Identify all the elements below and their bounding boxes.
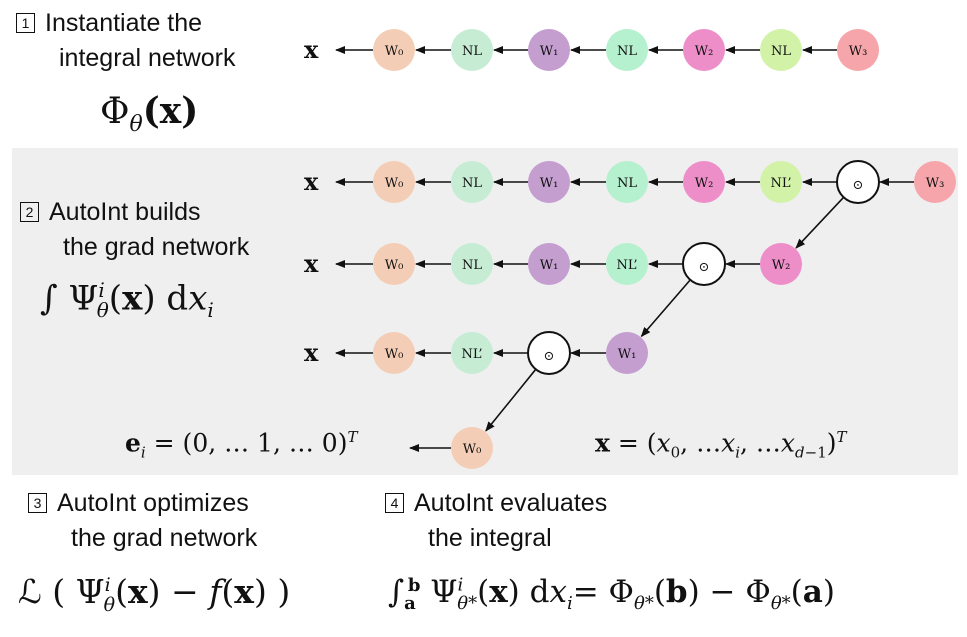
node-w1: W₁	[606, 332, 648, 374]
grad-network-formula: ∫ Ψiθ(x) dxi	[40, 278, 214, 323]
svg-text:⊙: ⊙	[699, 260, 710, 275]
node-nl-prime: NL’	[606, 243, 648, 285]
svg-text:W₃: W₃	[849, 44, 868, 59]
step-1-number: 1	[16, 13, 35, 33]
hadamard-product-node: ⊙	[527, 331, 571, 375]
node-nl: NL	[451, 29, 493, 71]
node-w2: W₂	[683, 29, 725, 71]
node-w0: W₀	[373, 29, 415, 71]
grad-network-panel	[12, 148, 958, 475]
svg-text:W₃: W₃	[926, 176, 945, 191]
svg-text:W₂: W₂	[695, 176, 714, 191]
svg-text:NL: NL	[462, 44, 482, 59]
svg-text:⊙: ⊙	[544, 349, 555, 364]
node-w1: W₁	[528, 29, 570, 71]
node-nl: NL	[451, 161, 493, 203]
edge-arrow	[485, 368, 537, 432]
node-nl: NL	[451, 243, 493, 285]
svg-text:NL: NL	[617, 44, 637, 59]
output-x-label: x	[304, 249, 319, 278]
step-3-number: 3	[28, 493, 47, 513]
input-vector-formula: x = (x0, …xi, …xd−1)T	[595, 428, 847, 462]
integral-network-formula: Φθ(x)	[100, 90, 199, 138]
svg-text:W₀: W₀	[385, 44, 404, 59]
svg-text:W₂: W₂	[695, 44, 714, 59]
node-w1: W₁	[528, 243, 570, 285]
node-nl: NL	[760, 29, 802, 71]
svg-text:W₁: W₁	[540, 258, 559, 273]
node-nl-prime: NL’	[451, 332, 493, 374]
svg-text:NL’: NL’	[616, 258, 637, 273]
node-w1: W₁	[528, 161, 570, 203]
output-x-label: x	[304, 167, 319, 196]
step-4-number: 4	[385, 493, 404, 513]
hadamard-product-node: ⊙	[682, 242, 726, 286]
svg-text:W₀: W₀	[385, 258, 404, 273]
node-nl: NL	[606, 29, 648, 71]
svg-text:W₀: W₀	[385, 347, 404, 362]
output-x-label: x	[304, 35, 319, 64]
hadamard-product-node: ⊙	[836, 160, 880, 204]
step-4-line1: AutoInt evaluates	[414, 489, 608, 517]
edge-arrow	[795, 196, 845, 249]
step-4-line2: the integral	[428, 524, 552, 552]
node-w2: W₂	[760, 243, 802, 285]
svg-text:W₀: W₀	[463, 442, 482, 457]
node-w3: W₃	[837, 29, 879, 71]
node-w0: W₀	[451, 427, 493, 469]
svg-text:W₂: W₂	[772, 258, 791, 273]
step-2-number: 2	[20, 202, 39, 222]
svg-text:NL’: NL’	[770, 176, 791, 191]
step-4-caption: 4 AutoInt evaluates the integral	[385, 486, 607, 556]
basis-vector-formula: ei = (0, … 1, … 0)T	[125, 428, 358, 462]
node-w0: W₀	[373, 332, 415, 374]
svg-text:NL: NL	[617, 176, 637, 191]
svg-text:NL’: NL’	[461, 347, 482, 362]
step-3-line1: AutoInt optimizes	[57, 489, 249, 517]
node-nl: NL	[606, 161, 648, 203]
svg-text:NL: NL	[771, 44, 791, 59]
node-nl-prime: NL’	[760, 161, 802, 203]
svg-text:W₁: W₁	[618, 347, 637, 362]
svg-text:NL: NL	[462, 258, 482, 273]
svg-text:NL: NL	[462, 176, 482, 191]
integral-evaluation-formula: ∫ab Ψiθ*(x) dxi= Φθ*(b) − Φθ*(a)	[388, 574, 835, 615]
svg-text:⊙: ⊙	[853, 178, 864, 193]
step-3-caption: 3 AutoInt optimizes the grad network	[28, 486, 257, 556]
node-w3: W₃	[914, 161, 956, 203]
svg-text:W₁: W₁	[540, 44, 559, 59]
svg-text:W₁: W₁	[540, 176, 559, 191]
step-1-line1: Instantiate the	[45, 9, 203, 37]
step-2-line2: the grad network	[63, 233, 250, 261]
svg-text:W₀: W₀	[385, 176, 404, 191]
node-w2: W₂	[683, 161, 725, 203]
output-x-label: x	[304, 338, 319, 367]
step-3-line2: the grad network	[71, 524, 258, 552]
loss-formula: ℒ ( Ψiθ(x) − f(x) )	[18, 572, 291, 616]
edge-arrow	[640, 279, 691, 338]
step-2-line1: AutoInt builds	[49, 198, 201, 226]
node-w0: W₀	[373, 243, 415, 285]
node-w0: W₀	[373, 161, 415, 203]
step-1-caption: 1 Instantiate the integral network	[16, 6, 235, 76]
step-1-line2: integral network	[59, 44, 236, 72]
step-2-caption: 2 AutoInt builds the grad network	[20, 195, 249, 265]
